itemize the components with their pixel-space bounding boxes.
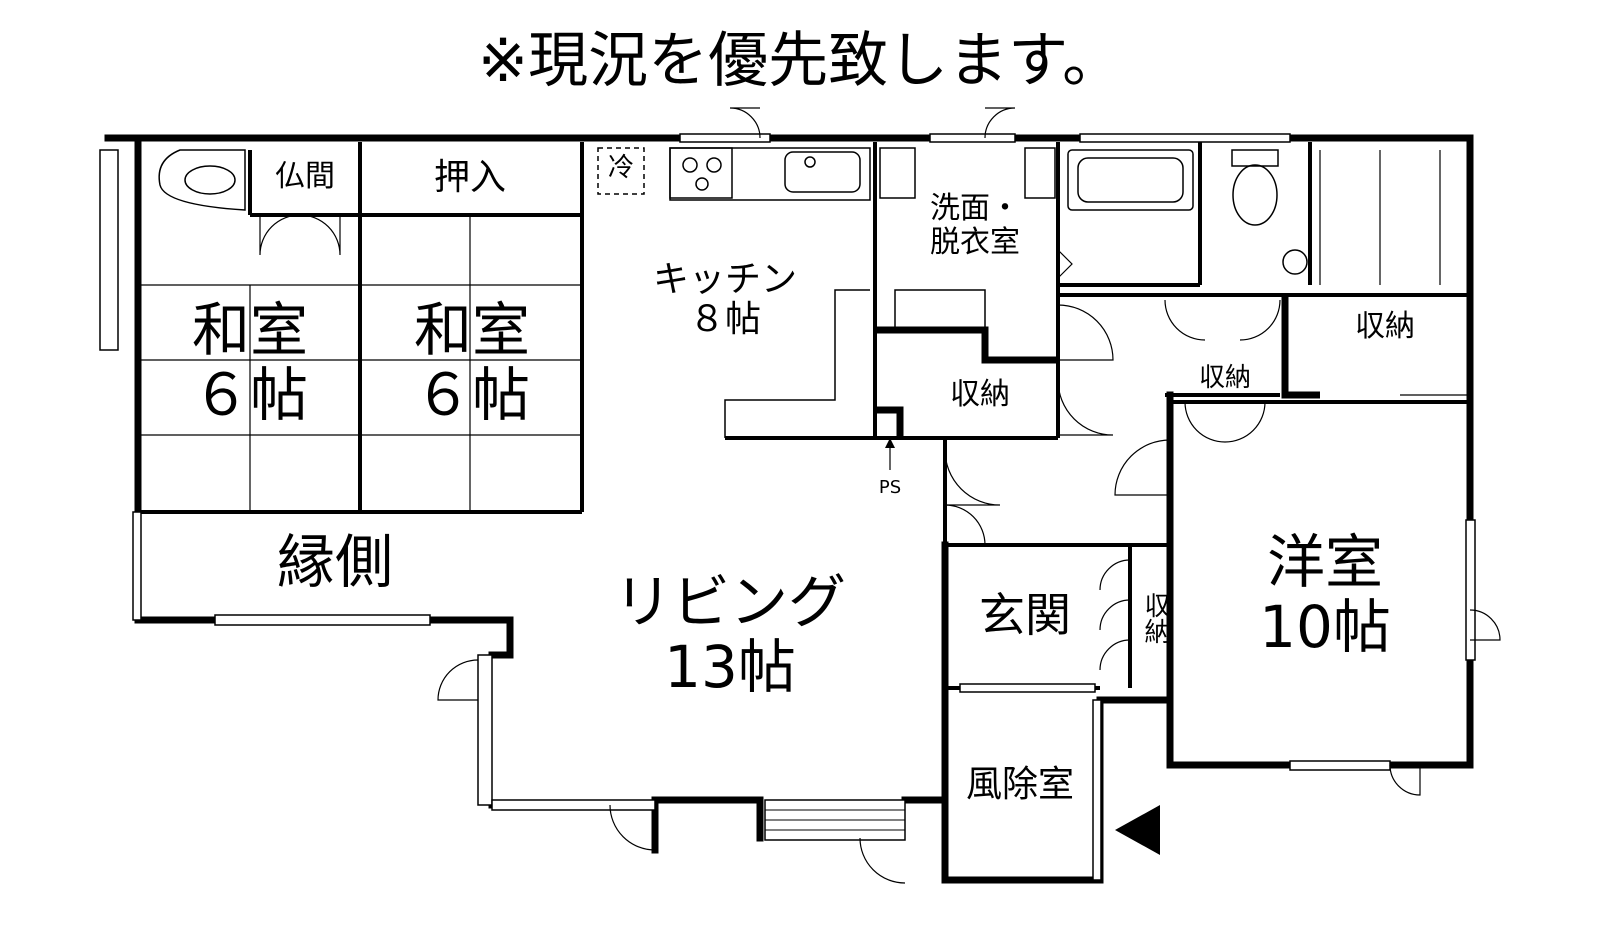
burner-icon [695, 177, 709, 191]
markers [885, 438, 1160, 855]
faucet-icon [804, 156, 816, 168]
burner-icon [706, 157, 722, 173]
wall-washroom-notch [875, 326, 1058, 364]
room-label-washitsu-right: 和室 ６帖 [413, 296, 530, 429]
door-swing-butsuma [259, 214, 301, 256]
butsudan-inner-icon [184, 165, 236, 195]
burner-icon [682, 157, 698, 173]
window-genkan-bottom [959, 683, 1096, 693]
ps-arrow-icon [885, 438, 895, 448]
living-bottom-right [901, 696, 1174, 884]
sink-icon [784, 151, 861, 193]
door-swing-kitchen-top [729, 107, 761, 139]
kitchen-counter-outline [724, 289, 870, 438]
toilet-icon [1232, 164, 1278, 226]
window-left [99, 149, 119, 351]
entrance-arrow-icon [1115, 805, 1160, 855]
living-bottom-mid [651, 796, 764, 842]
window-youshitsu-bottom [1289, 760, 1391, 771]
refrigerator-icon [597, 147, 645, 195]
room-label-fujoshitsu: 風除室 [965, 764, 1074, 805]
door-swing-youshitsu-3 [1224, 401, 1266, 443]
door-swing-living-bottom [609, 804, 656, 851]
room-label-genkan: 玄関 [979, 588, 1071, 642]
door-swing-storage-small-2 [1239, 299, 1281, 341]
door-swing-washroom [1057, 249, 1073, 279]
bathtub-icon [1067, 149, 1194, 211]
window-youshitsu-right [1465, 519, 1476, 661]
notice-text: ※現況を優先致します。 [477, 26, 1123, 96]
exterior-walls [104, 134, 1474, 884]
fixtures [158, 147, 1308, 438]
window-bath-top [1079, 133, 1291, 143]
toilet-paper-icon [1282, 249, 1308, 275]
door-swing-hall-bottom [944, 504, 986, 546]
door-swing-youshitsu-2 [1184, 401, 1226, 443]
room-label-youshitsu: 洋室 10帖 [1259, 528, 1391, 661]
room-label-storage-kitchen: 収納 [950, 377, 1010, 412]
room-label-washitsu-left: 和室 ６帖 [191, 296, 308, 429]
butsudan-icon [158, 149, 246, 211]
window-engawa-bottom [214, 614, 431, 626]
tatami-lines [138, 215, 582, 512]
toilet-tank-icon [1231, 149, 1279, 167]
room-label-engawa: 縁側 [276, 528, 393, 596]
room-label-oshiire: 押入 [433, 157, 506, 198]
doors [259, 107, 1501, 884]
washer-icon [879, 147, 916, 199]
window-living-left [477, 654, 493, 806]
door-swing-youshitsu-bottom [1389, 764, 1421, 796]
window-engawa-left [132, 511, 142, 621]
bathtub-inner-icon [1077, 157, 1184, 203]
door-swing-storage-small [1164, 299, 1206, 341]
label-ps: PS [878, 477, 902, 498]
engawa-bottom-right [426, 616, 514, 659]
room-label-refrigerator: 冷 [607, 153, 634, 183]
door-swing-genkan [1099, 559, 1131, 671]
room-label-storage-genkan: 収納 [1140, 592, 1170, 644]
door-swing-hall [1057, 304, 1114, 361]
window-kitchen-top [679, 133, 771, 143]
step-lines [765, 809, 905, 831]
room-label-storage-small: 収納 [1198, 363, 1251, 393]
counter-icon [669, 147, 871, 201]
washbasin-icon [894, 289, 986, 329]
window-washroom-top [929, 133, 1016, 143]
room-label-storage-right: 収納 [1355, 309, 1415, 344]
door-swing-living-hall [944, 449, 1001, 506]
vanity-icon [1024, 147, 1056, 199]
wall-storage-right [1281, 295, 1320, 399]
door-swing-butsuma-2 [299, 214, 341, 256]
door-swing-youshitsu-right [1469, 609, 1501, 641]
top-wall-far [1166, 134, 1474, 769]
fujoshitsu-glass [1092, 699, 1102, 881]
door-swing-youshitsu [1114, 439, 1171, 496]
door-swing-step [859, 837, 906, 884]
room-label-butsuma: 仏間 [275, 159, 335, 194]
door-swing-hall-2 [1057, 379, 1114, 436]
thick-wall-pieces [875, 295, 1320, 438]
window-living-bottom [491, 799, 656, 811]
room-label-senmen: 洗面・ 脱衣室 [930, 191, 1020, 260]
room-label-living: リビング 13帖 [613, 568, 846, 701]
wall-ps-box [875, 406, 904, 438]
room-label-kitchen: キッチン ８帖 [652, 259, 797, 341]
door-swing-washroom-top [984, 107, 1016, 139]
door-swing-living-left [437, 659, 479, 701]
